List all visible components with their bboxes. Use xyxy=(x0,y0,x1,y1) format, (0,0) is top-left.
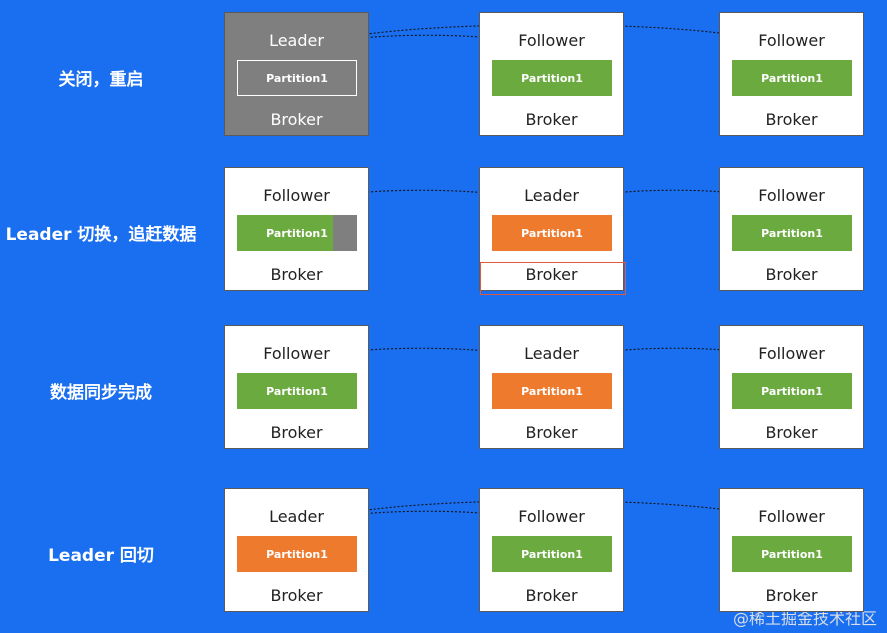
partition-label: Partition1 xyxy=(266,547,328,561)
broker-highlight-frame xyxy=(480,262,626,295)
broker-name-label: Broker xyxy=(525,423,578,442)
partition-block: Partition1 xyxy=(237,536,357,572)
partition-block: Partition1 xyxy=(237,373,357,409)
broker-role-label: Follower xyxy=(758,344,825,363)
broker-name-label: Broker xyxy=(525,586,578,605)
partition-block: Partition1 xyxy=(492,215,612,251)
partition-label: Partition1 xyxy=(761,384,823,398)
partition-block: Partition1 xyxy=(237,215,357,251)
broker-role-label: Follower xyxy=(263,344,330,363)
partition-block: Partition1 xyxy=(732,215,852,251)
partition-block: Partition1 xyxy=(237,60,357,96)
broker-role-label: Leader xyxy=(269,31,324,50)
broker-role-label: Follower xyxy=(518,31,585,50)
broker-name-label: Broker xyxy=(765,586,818,605)
partition-block: Partition1 xyxy=(492,60,612,96)
row-label-1: 关闭，重启 xyxy=(58,70,144,90)
broker-name-label: Broker xyxy=(270,423,323,442)
broker-name-label: Broker xyxy=(765,110,818,129)
row-label-2: Leader 切换，追赶数据 xyxy=(5,225,197,245)
broker-role-label: Leader xyxy=(269,507,324,526)
partition-label: Partition1 xyxy=(266,226,328,240)
broker-role-label: Leader xyxy=(524,186,579,205)
partition-block: Partition1 xyxy=(732,373,852,409)
broker-name-label: Broker xyxy=(765,423,818,442)
broker-name-label: Broker xyxy=(525,265,578,284)
row-label-4: Leader 回切 xyxy=(48,546,154,566)
partition-block: Partition1 xyxy=(732,60,852,96)
broker-role-label: Follower xyxy=(263,186,330,205)
broker-name-label: Broker xyxy=(270,110,323,129)
broker-role-label: Follower xyxy=(758,507,825,526)
partition-label: Partition1 xyxy=(521,547,583,561)
partition-label: Partition1 xyxy=(761,547,823,561)
partition-label: Partition1 xyxy=(266,71,328,85)
broker-name-label: Broker xyxy=(270,586,323,605)
broker-name-label: Broker xyxy=(765,265,818,284)
broker-name-label: Broker xyxy=(270,265,323,284)
partition-label: Partition1 xyxy=(266,384,328,398)
partition-label: Partition1 xyxy=(521,226,583,240)
partition-label: Partition1 xyxy=(761,71,823,85)
row-label-3: 数据同步完成 xyxy=(50,383,152,403)
partition-label: Partition1 xyxy=(761,226,823,240)
broker-name-label: Broker xyxy=(525,110,578,129)
watermark: @稀土掘金技术社区 xyxy=(732,609,877,628)
partition-block: Partition1 xyxy=(492,536,612,572)
partition-block: Partition1 xyxy=(492,373,612,409)
broker-role-label: Follower xyxy=(758,186,825,205)
broker-role-label: Follower xyxy=(518,507,585,526)
partition-block: Partition1 xyxy=(732,536,852,572)
broker-role-label: Follower xyxy=(758,31,825,50)
catchup-gap-marker xyxy=(333,215,357,251)
partition-label: Partition1 xyxy=(521,384,583,398)
broker-role-label: Leader xyxy=(524,344,579,363)
partition-label: Partition1 xyxy=(521,71,583,85)
